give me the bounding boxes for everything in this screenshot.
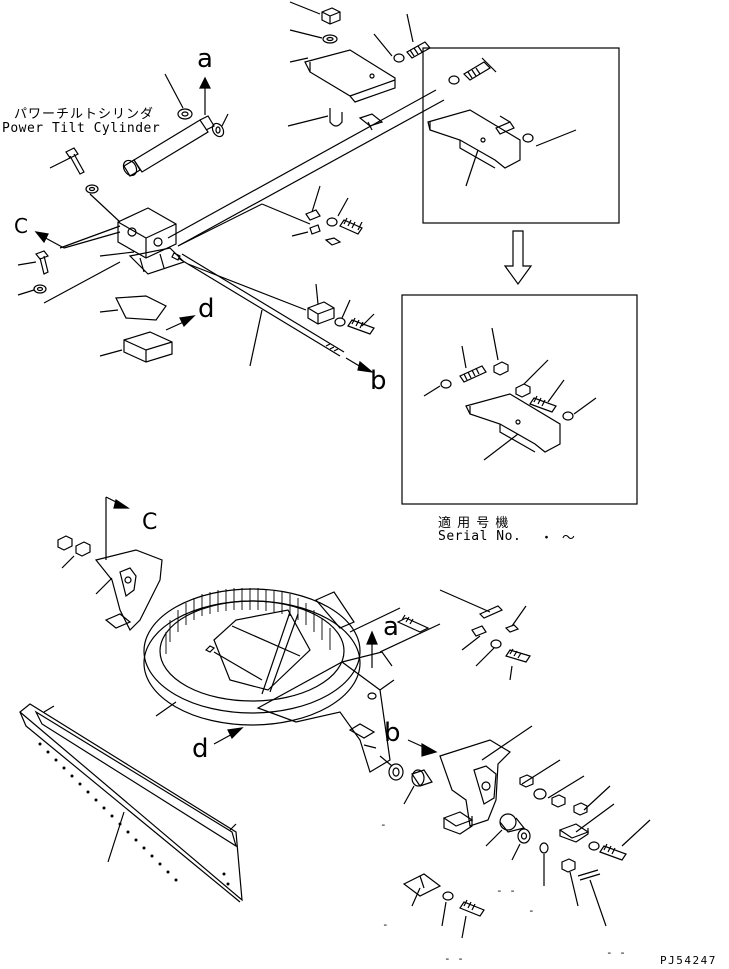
lower-inset-parts	[423, 327, 597, 461]
serial-en: Serial No.	[438, 529, 522, 544]
ring-right-parts	[396, 605, 531, 681]
blade-body	[19, 703, 243, 902]
u-bolt	[329, 108, 343, 127]
ref-letter-c-top: C	[14, 214, 28, 238]
ref-letter-b-bottom: b	[384, 718, 401, 748]
title-jp: パワーチルトシリンダ	[14, 107, 155, 122]
c-frame-group	[143, 588, 491, 773]
upper-inset-parts	[427, 57, 577, 187]
ref-letter-d-top: d	[198, 294, 215, 324]
dash-mark-6: - -	[606, 946, 626, 959]
inset-box-lower	[401, 294, 638, 505]
dash-mark-4: -	[382, 918, 389, 931]
ref-letter-c-bottom: C	[142, 510, 158, 535]
bolt-right	[406, 41, 431, 59]
dash-mark-5: - -	[444, 952, 464, 965]
dash-mark-2: - -	[496, 884, 516, 897]
dash-mark-3: -	[528, 904, 535, 917]
nut-top	[321, 7, 341, 25]
middle-small-parts	[177, 185, 375, 335]
serial-jp: 適 用 号 機	[438, 516, 510, 531]
inset-box-upper	[422, 47, 620, 224]
washer-right	[393, 53, 405, 63]
left-bracket-group	[57, 496, 163, 632]
c-frame-ring	[143, 588, 361, 714]
blade-group	[19, 703, 243, 903]
ref-letter-b-top: b	[370, 366, 387, 396]
ref-letter-a-bottom: a	[383, 612, 399, 642]
ref-letter-d-bottom: d	[192, 734, 209, 764]
tilt-cylinder-group	[17, 73, 445, 373]
block-upper	[115, 295, 167, 321]
block-lower	[123, 331, 173, 363]
bracket-plate	[304, 49, 396, 103]
down-arrow-icon	[503, 230, 533, 286]
part-code: PJ54247	[660, 954, 717, 967]
title-en: Power Tilt Cylinder	[2, 121, 161, 136]
washer-top	[322, 34, 338, 44]
top-bracket-group	[287, 1, 431, 131]
clevis-bracket	[117, 207, 177, 259]
serial-suffix: ・ ～	[540, 531, 576, 546]
ref-letter-a-top: a	[197, 44, 213, 74]
right-bracket-group	[379, 725, 651, 939]
dash-mark-1: -	[380, 818, 387, 831]
clip-top	[358, 113, 384, 127]
